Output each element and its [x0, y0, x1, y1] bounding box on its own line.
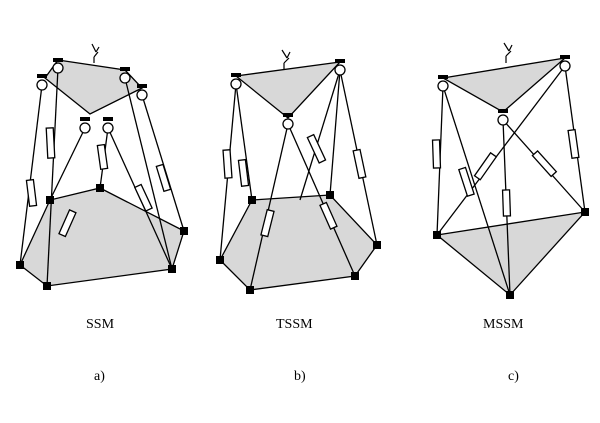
- ssm-tool-icon: [91, 43, 100, 63]
- diagram-sub-a: a): [94, 369, 105, 384]
- mssm-mechanism: [431, 42, 589, 299]
- tssm-tool-icon: [281, 49, 291, 70]
- tssm-top-platform: [234, 61, 342, 119]
- mssm-tool-icon: [503, 42, 513, 63]
- diagram-name-mssm: MSSM: [483, 317, 524, 332]
- diagram-name-tssm: TSSM: [276, 317, 313, 332]
- tssm-mechanism: [216, 49, 381, 294]
- diagram-sub-c: c): [508, 369, 519, 384]
- ssm-mechanism: [16, 43, 188, 290]
- mssm-top-platform: [441, 56, 568, 113]
- mssm-base-platform: [435, 211, 587, 296]
- ssm-top-platform: [44, 59, 144, 115]
- diagram-sub-b: b): [294, 369, 306, 384]
- diagram-name-ssm: SSM: [86, 317, 115, 332]
- ssm-base-platform: [19, 187, 185, 287]
